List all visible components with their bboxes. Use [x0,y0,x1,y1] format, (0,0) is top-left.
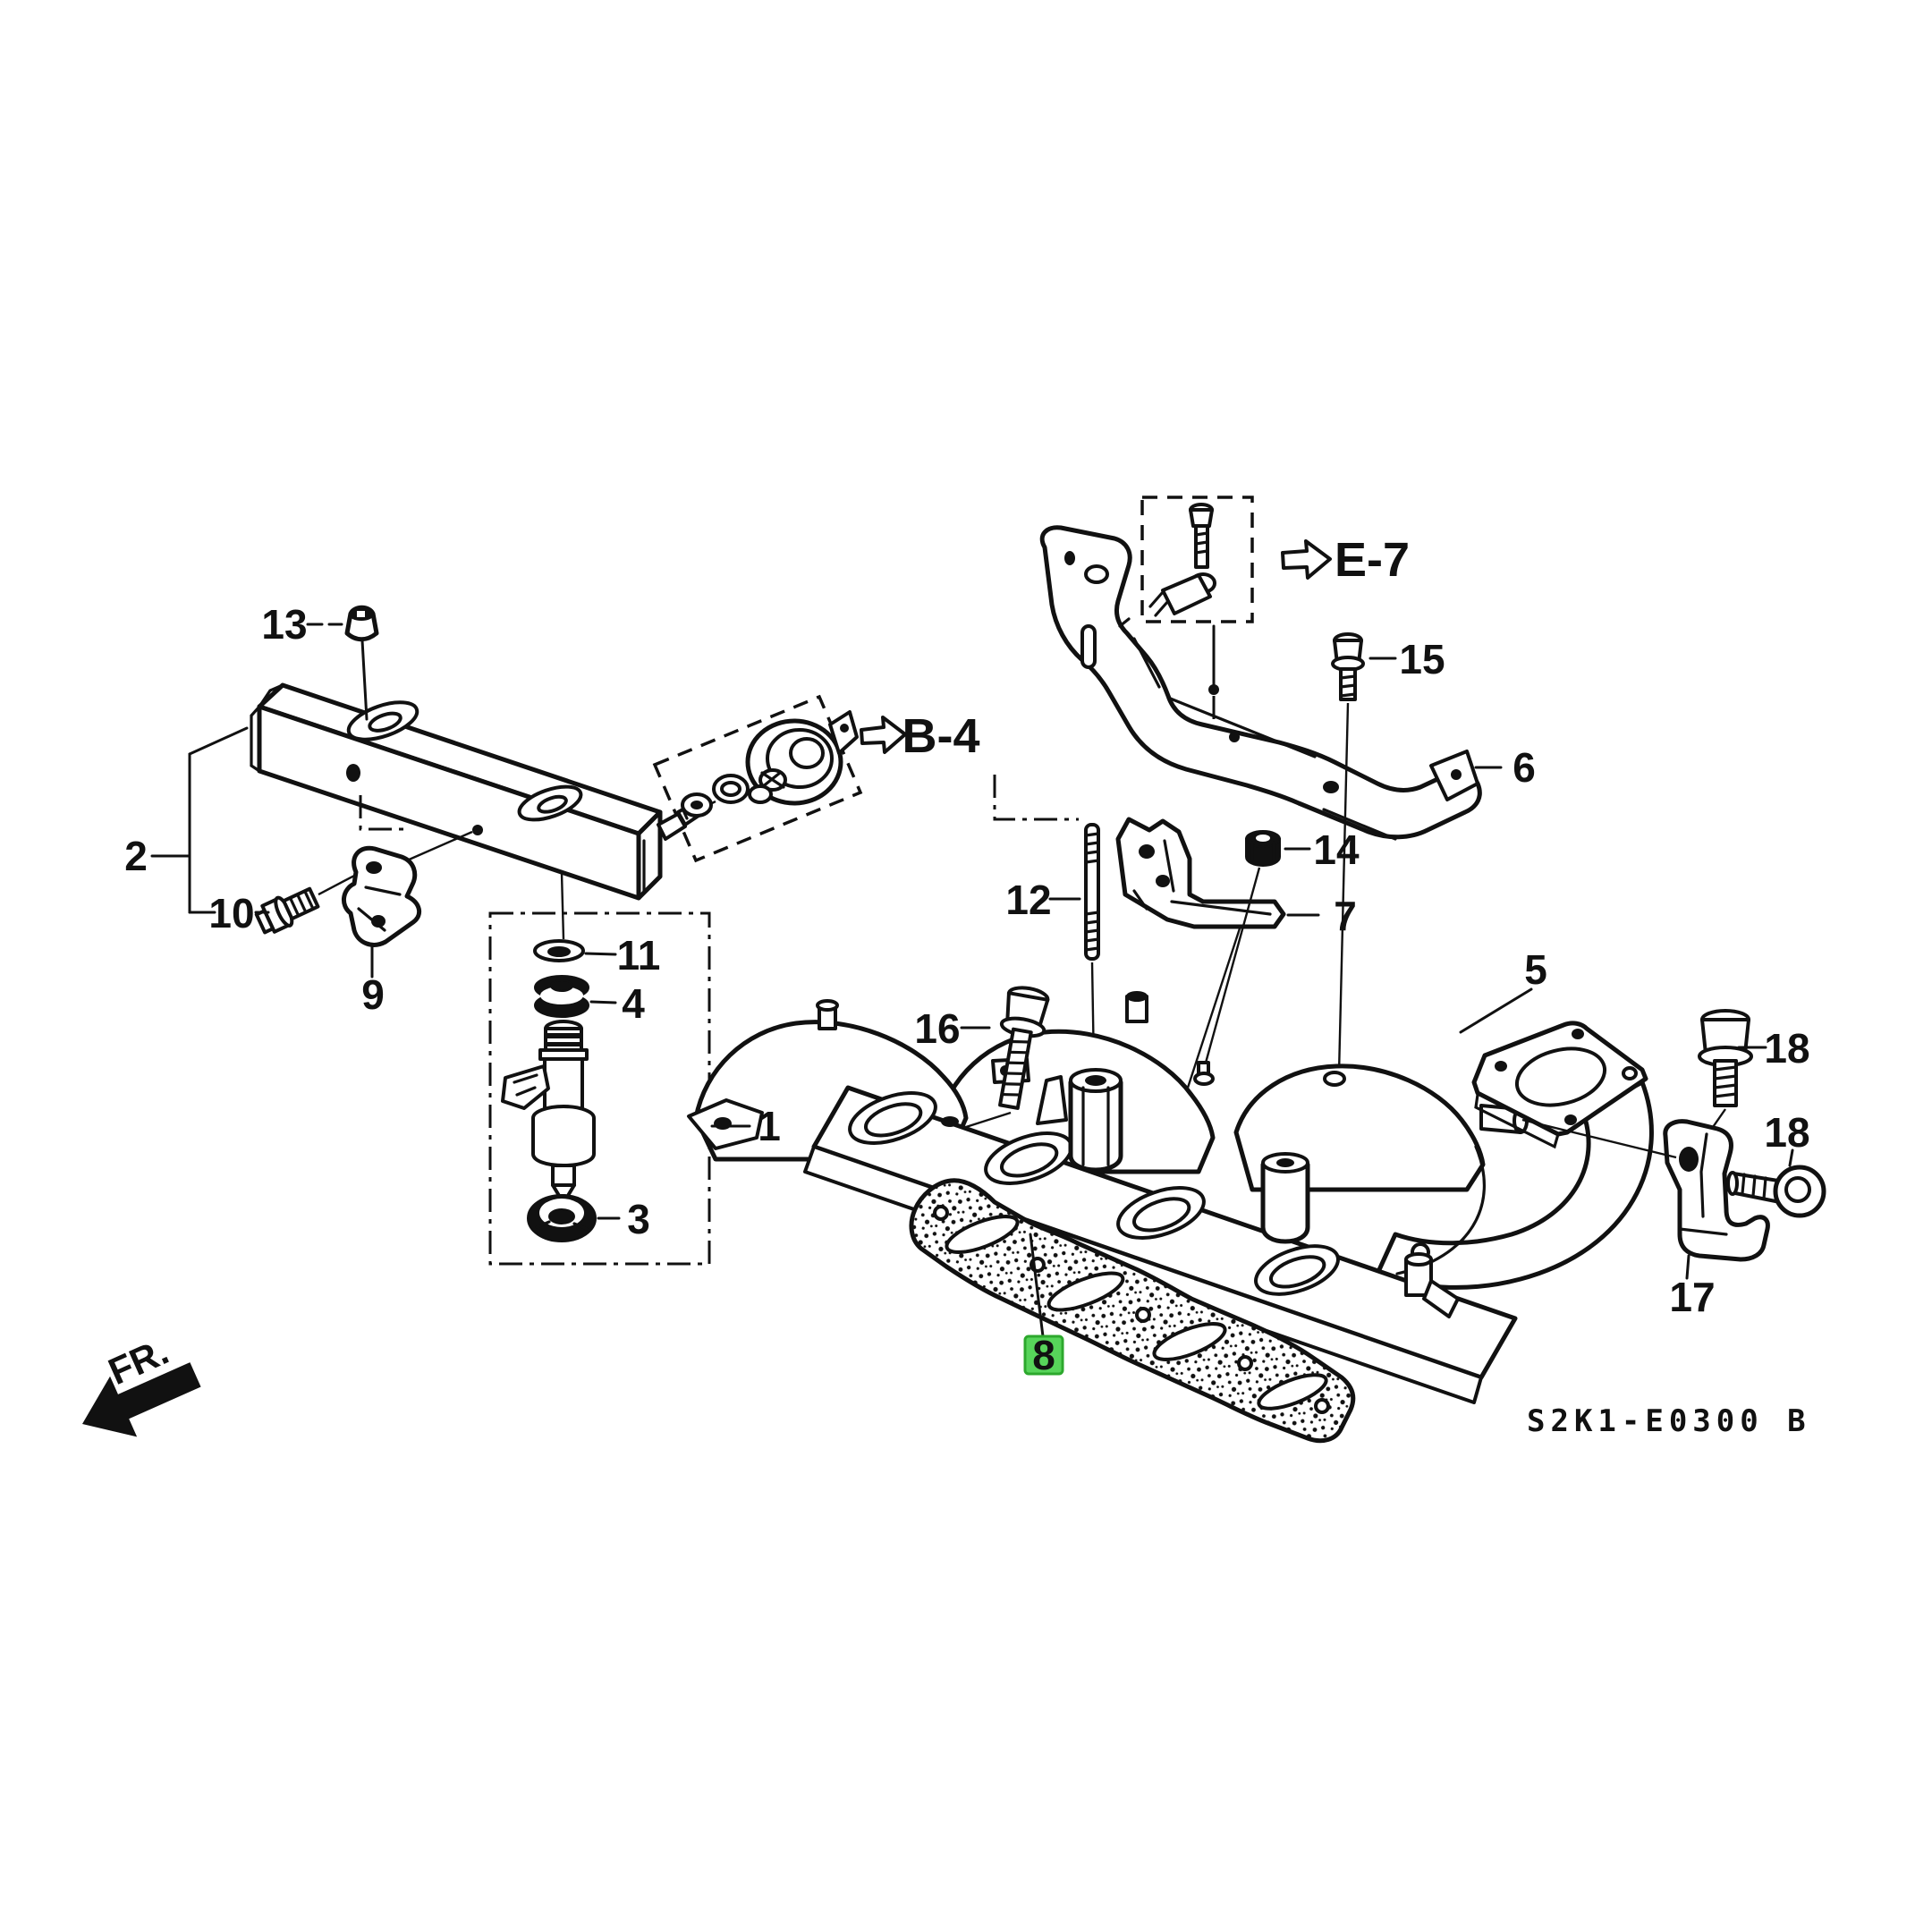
fuel-injector-drawing [501,1020,596,1205]
fuel-rail-assembly [150,605,663,979]
throttle-flange-drawing [1471,1021,1648,1149]
part-label-18a[interactable]: 18 [1764,1025,1809,1072]
part-label-10[interactable]: 10 [208,890,254,936]
b4-ref-label[interactable]: B-4 [902,709,979,763]
manifold-top-boss [816,991,1148,1030]
seal-3-drawing [527,1194,597,1242]
injector-assembly [488,872,711,1266]
grommet-4-drawing [534,975,589,1018]
rail-mount-point [472,825,483,835]
part-label-1[interactable]: 1 [758,1103,781,1149]
part-label-16[interactable]: 16 [914,1005,960,1052]
fuel-rail-left-cap [250,683,284,773]
bolt-18b-drawing [1726,1165,1826,1218]
part-label-7[interactable]: 7 [1334,893,1357,939]
bolt-16-drawing [998,986,1050,1110]
reference-arrows: B-4 E-7 [860,533,1410,763]
part-label-18b[interactable]: 18 [1764,1109,1809,1156]
bracket-9-drawing [342,830,473,979]
b4-ref-arrow-icon [860,716,907,754]
highlight-box [1023,1335,1064,1376]
part-label-8-highlight[interactable]: 8 [1023,1332,1064,1378]
manifold-port [848,1091,1340,1296]
part-label-17[interactable]: 17 [1669,1274,1715,1320]
part-label-15[interactable]: 15 [1399,636,1445,682]
part-label-12[interactable]: 12 [1005,877,1051,923]
front-direction-arrow-icon [82,1362,201,1437]
bolt-15-drawing [1331,632,1365,701]
part-label-8: 8 [1032,1332,1055,1378]
part2-bracket-lines [150,726,407,914]
manifold-gasket-drawing [909,1178,1356,1444]
bracket-7-drawing [1115,817,1286,929]
e7-dashed-box [1140,496,1254,623]
bolt-18a-drawing [1698,1009,1753,1107]
part-label-11[interactable]: 11 [617,932,661,979]
stud-bracket-group [993,775,1286,1171]
pressure-regulator-group [652,694,863,863]
part-label-6[interactable]: 6 [1513,744,1536,791]
pressure-regulator-drawing [745,710,859,806]
harness-stay-group [1039,496,1482,1074]
part-label-4[interactable]: 4 [622,980,645,1027]
e7-bolt-drawing [1189,503,1214,569]
bolt-10-drawing [254,886,320,935]
e7-ref-arrow-icon [1281,539,1332,580]
nut-14-drawing [1245,830,1281,868]
b4-dashed-box [652,694,863,863]
part-label-2[interactable]: 2 [124,833,148,879]
part-label-9[interactable]: 9 [361,971,385,1018]
gasket-body [909,1178,1356,1444]
e7-ref-label[interactable]: E-7 [1335,533,1410,587]
part-label-5[interactable]: 5 [1524,946,1547,993]
stud-12-drawing [1084,823,1100,961]
nut-13-drawing [344,605,379,721]
manifold-nipple-fitting [1404,1242,1460,1318]
bracket-6-drawing [1039,525,1482,841]
manifold-standoff [1068,1068,1310,1244]
intake-manifold [687,986,1826,1404]
part-label-13[interactable]: 13 [261,601,307,648]
bracket-17-drawing [1663,1119,1770,1262]
diagram-code: S2K1-E0300 B [1527,1403,1811,1439]
e7-sensor-drawing [1148,572,1216,617]
part-label-3[interactable]: 3 [627,1196,650,1242]
part-label-14[interactable]: 14 [1313,826,1360,873]
part-labels: 13 2 10 9 11 4 1 3 12 16 14 7 15 6 5 18 … [124,601,1809,1378]
